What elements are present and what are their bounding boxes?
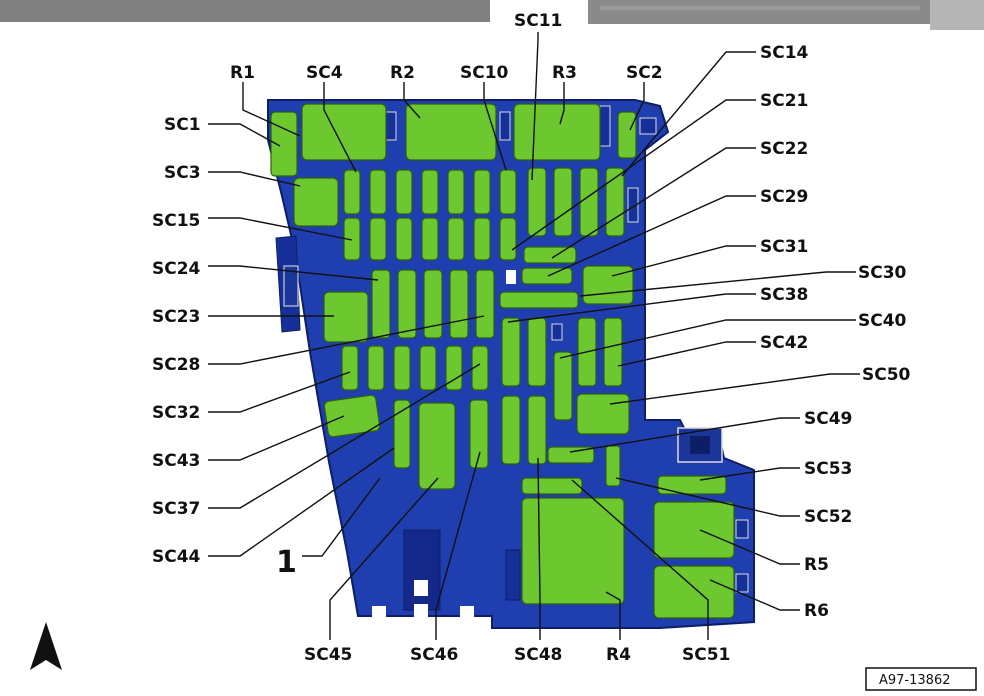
label-sc49: SC49 bbox=[804, 409, 852, 429]
relay-r1 bbox=[301, 103, 387, 161]
fuse-sc49 bbox=[547, 446, 595, 464]
fuse-sc51 bbox=[521, 477, 583, 495]
relay-r6 bbox=[653, 565, 735, 619]
fuse-sc43 bbox=[323, 394, 381, 438]
relay-r3 bbox=[513, 103, 601, 161]
relay-r4 bbox=[521, 497, 625, 605]
fuse-sc2 bbox=[617, 111, 637, 159]
label-sc11: SC11 bbox=[514, 11, 562, 31]
header-photo-strip bbox=[0, 0, 984, 30]
label-sc23: SC23 bbox=[152, 307, 200, 327]
label-sc37: SC37 bbox=[152, 499, 200, 519]
label-sc40: SC40 bbox=[858, 311, 907, 331]
label-r5: R5 bbox=[804, 555, 829, 575]
label-sc4: SC4 bbox=[306, 63, 343, 83]
fuse-sc45 bbox=[418, 402, 456, 490]
label-sc32: SC32 bbox=[152, 403, 200, 423]
fuse-sc23 bbox=[323, 291, 369, 343]
relay-r5 bbox=[653, 501, 735, 559]
label-sc42: SC42 bbox=[760, 333, 808, 353]
label-sc29: SC29 bbox=[760, 187, 808, 207]
label-sc30: SC30 bbox=[858, 263, 907, 283]
callout-labels: SC11 R1 SC4 R2 SC10 R3 SC2 SC14 SC21 SC2… bbox=[152, 11, 911, 665]
label-sc38: SC38 bbox=[760, 285, 808, 305]
fuse-sc38 bbox=[499, 291, 579, 309]
label-sc2: SC2 bbox=[626, 63, 663, 83]
fuse-sc22 bbox=[523, 246, 577, 264]
label-sc28: SC28 bbox=[152, 355, 200, 375]
label-sc22: SC22 bbox=[760, 139, 808, 159]
leader-lines bbox=[208, 32, 860, 640]
label-r6: R6 bbox=[804, 601, 829, 621]
fuse-sc50 bbox=[576, 393, 630, 435]
label-sc44: SC44 bbox=[152, 547, 201, 567]
label-sc10: SC10 bbox=[460, 63, 509, 83]
label-sc48: SC48 bbox=[514, 645, 562, 665]
label-sc24: SC24 bbox=[152, 259, 201, 279]
label-sc14: SC14 bbox=[760, 43, 809, 63]
label-sc50: SC50 bbox=[862, 365, 911, 385]
fuse-sc3 bbox=[293, 177, 339, 227]
label-sc3: SC3 bbox=[164, 163, 201, 183]
label-sc46: SC46 bbox=[410, 645, 458, 665]
label-sc1: SC1 bbox=[164, 115, 201, 135]
label-sc43: SC43 bbox=[152, 451, 200, 471]
label-item-1: 1 bbox=[276, 545, 297, 580]
label-sc51: SC51 bbox=[682, 645, 730, 665]
fuse-sc31 bbox=[521, 267, 573, 285]
fuse-sc52 bbox=[605, 445, 621, 487]
label-sc53: SC53 bbox=[804, 459, 852, 479]
label-sc45: SC45 bbox=[304, 645, 352, 665]
relay-r2 bbox=[405, 103, 497, 161]
reference-id: A97-13862 bbox=[879, 673, 950, 688]
label-r3: R3 bbox=[552, 63, 577, 83]
label-r4: R4 bbox=[606, 645, 631, 665]
fuse-sc30 bbox=[582, 265, 634, 305]
label-r1: R1 bbox=[230, 63, 255, 83]
label-sc15: SC15 bbox=[152, 211, 200, 231]
reference-box: A97-13862 bbox=[865, 667, 977, 691]
north-arrow-icon bbox=[30, 622, 62, 670]
label-r2: R2 bbox=[390, 63, 415, 83]
label-sc31: SC31 bbox=[760, 237, 808, 257]
fuse-sc53 bbox=[657, 475, 727, 495]
label-sc52: SC52 bbox=[804, 507, 852, 527]
fuse-sc1 bbox=[270, 111, 298, 177]
label-sc21: SC21 bbox=[760, 91, 808, 111]
